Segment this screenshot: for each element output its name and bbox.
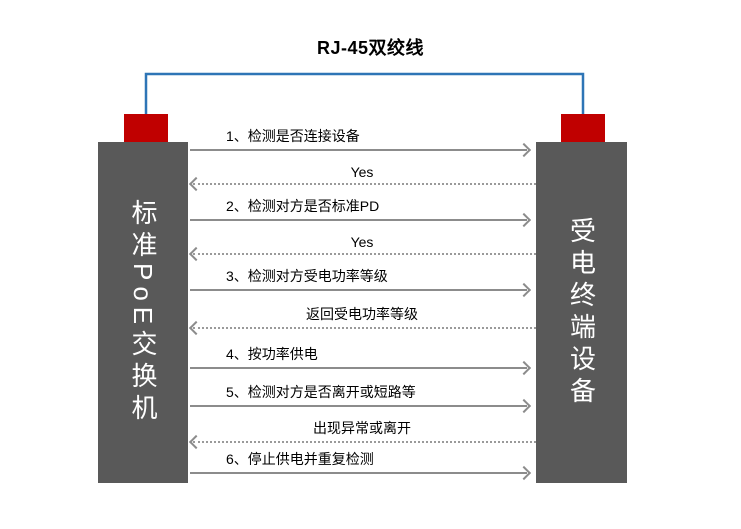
arrow-right-solid [190,360,532,376]
message-row-7: 4、按功率供电 [188,343,536,376]
message-label: 1、检测是否连接设备 [226,128,360,144]
message-row-9: 出现异常或离开 [188,417,536,450]
node-poe-switch: 标准PoE交换机 [98,142,188,483]
node-poe-switch-label: 标准PoE交换机 [128,198,158,427]
arrow-left-dotted [188,246,536,262]
message-label: Yes [350,234,374,250]
message-row-6: 返回受电功率等级 [188,303,536,336]
arrow-right-solid [190,398,532,414]
message-row-5: 3、检测对方受电功率等级 [188,265,536,298]
message-row-8: 5、检测对方是否离开或短路等 [188,381,536,414]
arrow-left-dotted [188,320,536,336]
cable-path [144,72,585,114]
message-row-2: Yes [188,159,536,192]
message-label: 返回受电功率等级 [306,306,418,322]
arrow-left-dotted [188,176,536,192]
arrow-right-solid [190,282,532,298]
diagram-title: RJ-45双绞线 [316,38,425,58]
message-label: Yes [350,164,374,180]
message-row-3: 2、检测对方是否标准PD [188,195,536,228]
arrow-right-solid [190,465,532,481]
message-label: 出现异常或离开 [313,420,411,436]
node-powered-device: 受电终端设备 [536,142,627,483]
message-label: 6、停止供电并重复检测 [226,451,374,467]
message-label: 2、检测对方是否标准PD [226,198,380,214]
message-label: 4、按功率供电 [226,346,318,362]
message-row-4: Yes [188,229,536,262]
message-label: 5、检测对方是否离开或短路等 [226,384,416,400]
message-row-10: 6、停止供电并重复检测 [188,448,536,481]
message-row-1: 1、检测是否连接设备 [188,125,536,158]
node-powered-device-label: 受电终端设备 [566,216,597,409]
right-rj45-connector [561,114,605,142]
message-label: 3、检测对方受电功率等级 [226,268,388,284]
left-rj45-connector [124,114,168,142]
arrow-left-dotted [188,434,536,450]
rj45-cable-line [144,72,585,114]
arrow-right-solid [190,142,532,158]
arrow-right-solid [190,212,532,228]
